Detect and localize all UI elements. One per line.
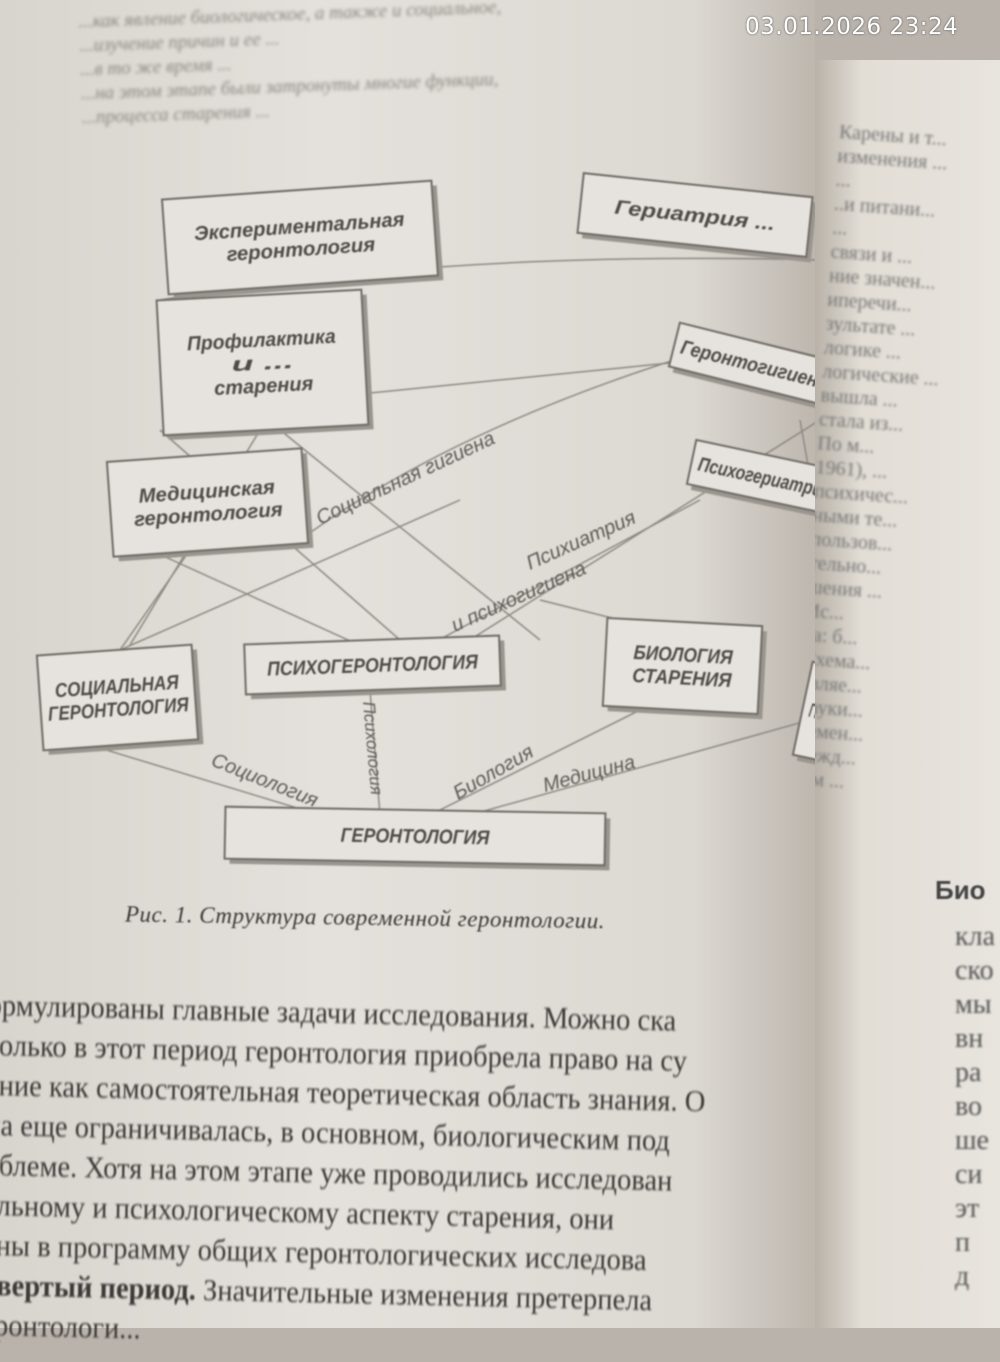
diagram-box-top-right: Гериатрия ... (576, 172, 817, 263)
bold-heading: твертый период. (0, 1266, 197, 1307)
box-label: БИОЛОГИЯ (633, 642, 734, 669)
left-page: ...как явление биологическое, а также и … (0, 0, 880, 1346)
text-line: эт (955, 1193, 980, 1224)
body-text: ормулированы главные задачи исследования… (0, 985, 751, 1362)
right-page-heading: Био (935, 875, 986, 905)
text-line: кла (955, 921, 996, 952)
text-line: вн (955, 1023, 984, 1054)
text-line: си (955, 1159, 983, 1190)
top-text: ...как явление биологическое, а также и … (78, 0, 682, 130)
diagram-box-psychogerontology: ПСИХОГЕРОНТОЛОГИЯ (243, 634, 506, 700)
box-frame (243, 634, 502, 696)
text-line: мы (955, 989, 992, 1020)
box-frame (576, 172, 814, 258)
diagram-box-gerontology: ГЕРОНТОЛОГИЯ (223, 805, 611, 871)
edge-label-sociology: Социология (208, 749, 321, 812)
text-line: ско (955, 955, 994, 986)
box-frame (601, 616, 764, 716)
text-span: Значительные изменения претерпела (195, 1271, 653, 1318)
box-label: ГЕРОНТОЛОГИЯ (340, 825, 490, 850)
right-page: Карены и т...изменения ........и питани.… (815, 60, 1000, 1328)
text-line: д (955, 1261, 970, 1292)
box-label: СТАРЕНИЯ (632, 665, 733, 692)
box-frame (155, 288, 370, 437)
edge-label-biology: Биология (450, 741, 538, 805)
edge-label-medicine: Медицина (541, 751, 638, 797)
box-frame (105, 447, 310, 558)
box-label: и ... (231, 351, 294, 376)
text-line: п (955, 1227, 970, 1258)
figure-caption: Рис. 1. Структура современной геронтолог… (124, 901, 606, 934)
right-page-text: Карены и т...изменения ........и питани.… (815, 120, 956, 798)
edge-label-psychohygiene: и психогигиена (448, 558, 589, 637)
diagram-box-psychogeriatrics: Психогериатрия (685, 438, 847, 522)
text-line: ше (955, 1125, 989, 1156)
text-line: во (955, 1091, 983, 1122)
edge-label-psychology: Психология (359, 701, 386, 796)
box-label: старения (214, 373, 314, 400)
text-line: ра (955, 1057, 982, 1088)
box-frame (35, 643, 200, 752)
box-frame (223, 805, 607, 867)
box-frame (160, 179, 440, 296)
photo-timestamp: 03.01.2026 23:24 (745, 14, 959, 40)
